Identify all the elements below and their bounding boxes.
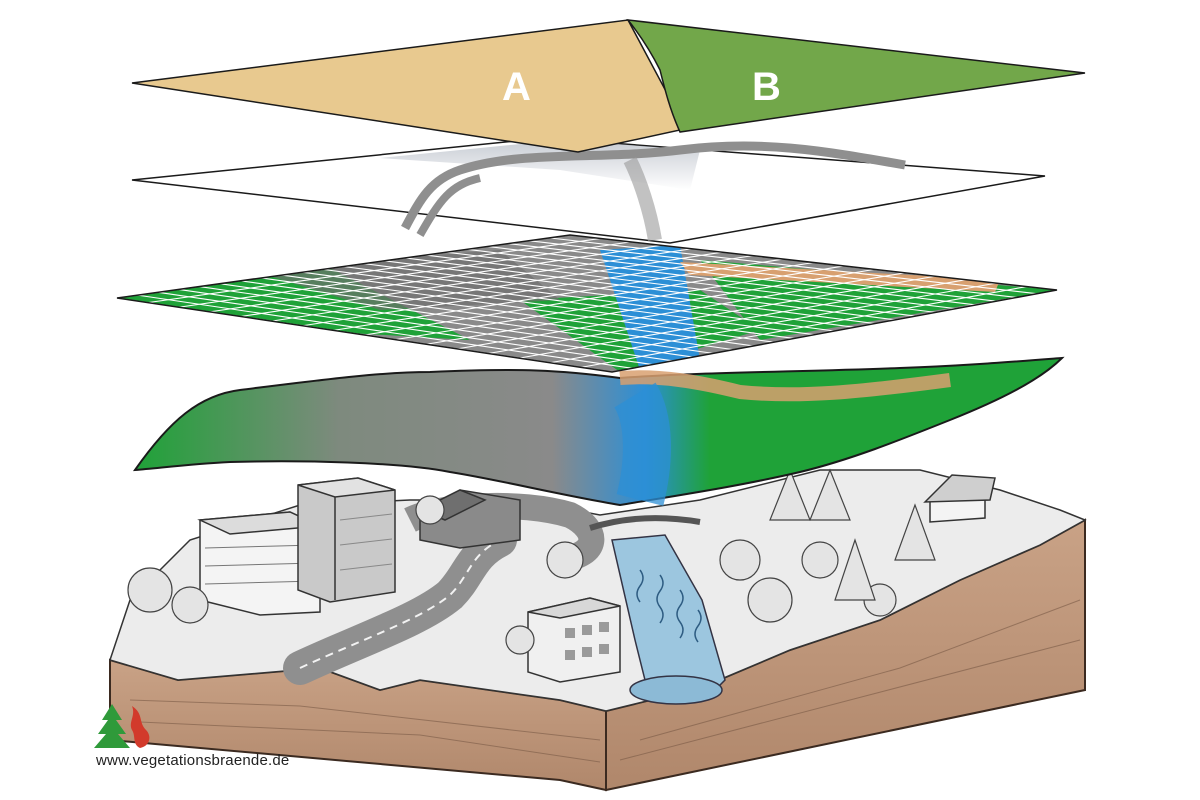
tower-building [297, 477, 396, 603]
grid-line [333, 258, 784, 331]
logo-icon [94, 704, 150, 748]
infrastructure-layer [131, 137, 1046, 244]
terrain-block [109, 468, 1087, 792]
zone-b-label: B [752, 65, 781, 109]
zone-a [131, 19, 681, 153]
grid-line [488, 275, 936, 355]
office-building [197, 511, 323, 616]
grid-line [457, 272, 905, 350]
grid-line [364, 261, 814, 336]
grid-line [240, 248, 692, 318]
grid-line [550, 282, 997, 364]
grid-line [519, 279, 966, 359]
surface-model-layer [132, 356, 1065, 507]
zone-a-label: A [502, 65, 531, 109]
grid-line [271, 251, 723, 322]
grid-line [147, 237, 601, 304]
school-building [527, 597, 621, 683]
grid-line [209, 244, 662, 313]
trees [127, 468, 936, 655]
grid-line [580, 286, 1027, 368]
grid-line [178, 241, 631, 308]
grid-line [426, 268, 875, 345]
website-url: www.vegetationsbraende.de [96, 752, 290, 769]
grid-line [395, 265, 845, 341]
road-network [401, 141, 906, 231]
raster-grid-layer [116, 234, 1058, 373]
zoning-layer: A B [131, 19, 1086, 153]
zone-b [626, 19, 1086, 133]
house [923, 474, 996, 523]
bridge [589, 515, 701, 531]
grid-line [302, 255, 753, 327]
